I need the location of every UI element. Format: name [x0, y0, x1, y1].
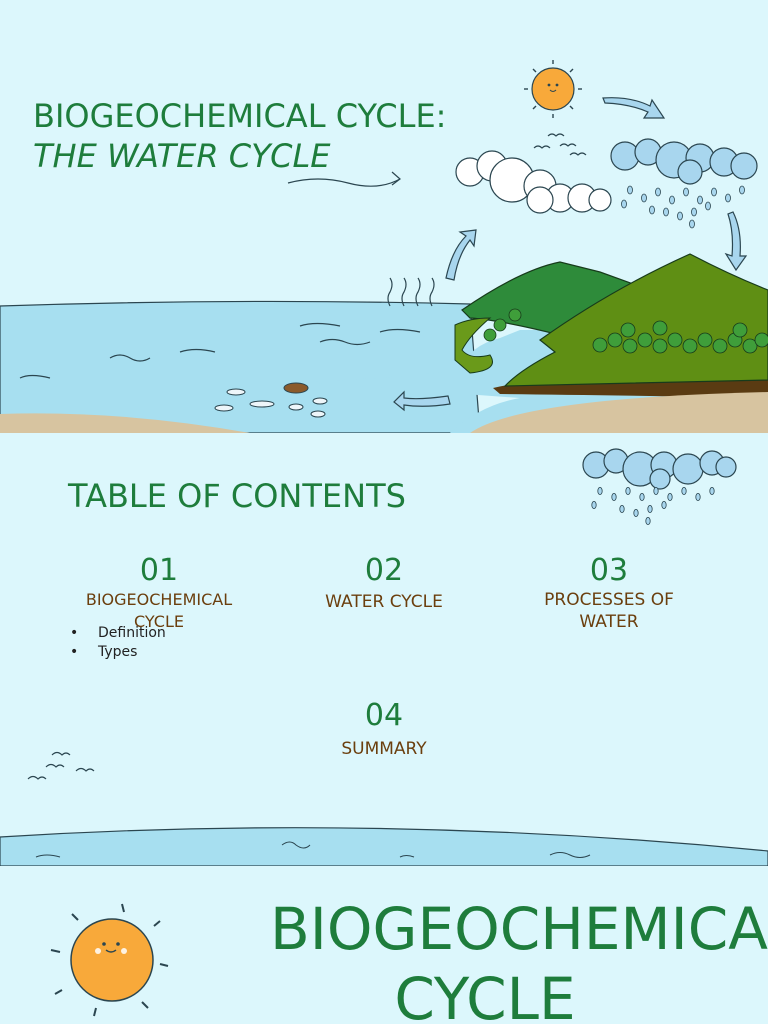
title-line-1: BIOGEOCHEMICAL CYCLE:: [33, 97, 447, 135]
rain-cloud-icon: [582, 448, 737, 490]
toc-item-1-bullets: Definition Types: [70, 624, 166, 662]
toc-item-label: PROCESSES OF WATER: [544, 590, 674, 632]
toc-item-3[interactable]: 03 PROCESSES OF WATER: [520, 553, 698, 633]
title-line-2: THE WATER CYCLE: [33, 137, 331, 175]
toc-item-2[interactable]: 02 WATER CYCLE: [294, 553, 474, 613]
toc-item-number: 01: [139, 553, 179, 588]
bullet-item: Definition: [70, 624, 166, 643]
toc-slide: TABLE OF CONTENTS 01 BIOGEOCHEMICAL CYCL…: [0, 433, 768, 866]
toc-heading: TABLE OF CONTENTS: [68, 477, 406, 515]
toc-item-label: WATER CYCLE: [325, 592, 443, 612]
sun-icon: [50, 903, 169, 1017]
bullet-item: Types: [70, 643, 166, 662]
section-title: BIOGEOCHEMICAL CYCLE: [270, 895, 768, 1024]
toc-item-4[interactable]: 04 SUMMARY: [294, 698, 474, 760]
toc-item-1[interactable]: 01 BIOGEOCHEMICAL CYCLE: [70, 553, 248, 633]
section-slide: BIOGEOCHEMICAL CYCLE: [0, 866, 768, 1024]
water-cycle-illustration: [0, 60, 768, 433]
toc-item-number: 02: [364, 553, 404, 588]
section-illustration: [50, 903, 169, 1017]
toc-illustration: [0, 448, 768, 866]
toc-item-number: 04: [364, 698, 404, 733]
sun-icon: [524, 60, 582, 118]
title-slide: BIOGEOCHEMICAL CYCLE: THE WATER CYCLE: [0, 0, 768, 433]
slide-title: BIOGEOCHEMICAL CYCLE: THE WATER CYCLE: [33, 96, 446, 176]
toc-item-label: SUMMARY: [341, 739, 427, 759]
toc-item-number: 03: [589, 553, 629, 588]
